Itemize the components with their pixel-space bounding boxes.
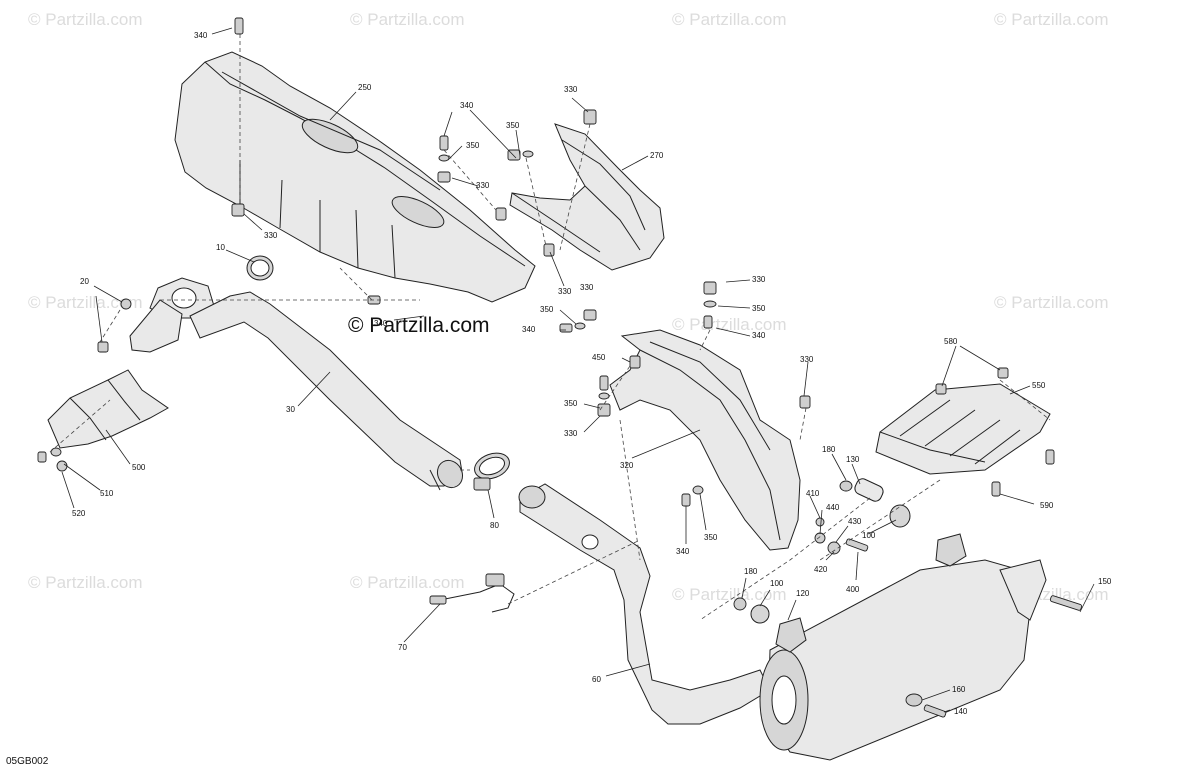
watermark: © Partzilla.com	[350, 573, 465, 592]
callout-130: 130	[846, 455, 860, 464]
muffler	[759, 533, 1047, 761]
partzilla-watermark: © Partzilla.com	[348, 314, 490, 337]
callout-160: 160	[952, 685, 966, 694]
callout-140: 140	[954, 707, 968, 716]
callout-labels: 340 250 340 350 330 270 350 330 330 330 …	[72, 31, 1112, 716]
callout-400: 400	[846, 585, 860, 594]
callout-320: 320	[620, 461, 634, 470]
callout-250: 250	[358, 83, 372, 92]
callout-350: 350	[704, 533, 718, 542]
callout-520: 520	[72, 509, 86, 518]
watermark: © Partzilla.com	[672, 315, 787, 334]
callout-580: 580	[944, 337, 958, 346]
mount-hardware	[733, 478, 1083, 718]
callout-330: 330	[558, 287, 572, 296]
callout-340: 340	[194, 31, 208, 40]
callout-70: 70	[398, 643, 407, 652]
callout-330: 330	[580, 283, 594, 292]
figure-id: 05GB002	[6, 756, 49, 767]
callout-60: 60	[592, 675, 601, 684]
callout-10: 10	[216, 243, 225, 252]
callout-410: 410	[806, 489, 820, 498]
leader-lines	[61, 27, 1095, 713]
callout-330: 330	[564, 429, 578, 438]
watermark: © Partzilla.com	[28, 10, 143, 29]
callout-20: 20	[80, 277, 89, 286]
heat-shield-250	[174, 51, 536, 303]
watermark: © Partzilla.com	[350, 10, 465, 29]
callout-350: 350	[752, 304, 766, 313]
exhaust-pipe-60	[518, 483, 771, 725]
callout-340: 340	[676, 547, 690, 556]
flange-and-gasket	[129, 255, 274, 353]
callout-330: 330	[752, 275, 766, 284]
callout-430: 430	[848, 517, 862, 526]
callout-180: 180	[822, 445, 836, 454]
guard-plate-550	[875, 383, 1051, 475]
callout-270: 270	[650, 151, 664, 160]
callout-510: 510	[100, 489, 114, 498]
callout-120: 120	[796, 589, 810, 598]
heat-guard-500	[47, 369, 169, 449]
callout-330: 330	[564, 85, 578, 94]
exhaust-pipe-30	[189, 291, 464, 491]
callout-590: 590	[1040, 501, 1054, 510]
callout-30: 30	[286, 405, 295, 414]
callout-350: 350	[564, 399, 578, 408]
assembly-lines	[49, 34, 1051, 621]
watermark: © Partzilla.com	[994, 293, 1109, 312]
callout-340: 340	[752, 331, 766, 340]
callout-100: 100	[862, 531, 876, 540]
watermark: © Partzilla.com	[994, 10, 1109, 29]
callout-450: 450	[592, 353, 606, 362]
callout-100: 100	[770, 579, 784, 588]
callout-550: 550	[1032, 381, 1046, 390]
callout-340: 340	[460, 101, 474, 110]
callout-420: 420	[814, 565, 828, 574]
callout-150: 150	[1098, 577, 1112, 586]
heat-shield-270	[509, 123, 665, 271]
watermark-grid: © Partzilla.com © Partzilla.com © Partzi…	[28, 10, 1109, 604]
callout-330: 330	[476, 181, 490, 190]
callout-500: 500	[132, 463, 146, 472]
oxygen-sensor-70	[429, 573, 515, 613]
watermark: © Partzilla.com	[672, 585, 787, 604]
callout-340: 340	[374, 319, 388, 328]
heat-shield-320	[609, 329, 801, 551]
clamp-80	[473, 452, 510, 491]
callout-350: 350	[506, 121, 520, 130]
callout-350: 350	[466, 141, 480, 150]
callout-330: 330	[264, 231, 278, 240]
watermark: © Partzilla.com	[28, 573, 143, 592]
callout-330: 330	[800, 355, 814, 364]
callout-80: 80	[490, 521, 499, 530]
callout-440: 440	[826, 503, 840, 512]
watermark: © Partzilla.com	[672, 10, 787, 29]
callout-340: 340	[522, 325, 536, 334]
callout-180: 180	[744, 567, 758, 576]
callout-350: 350	[540, 305, 554, 314]
